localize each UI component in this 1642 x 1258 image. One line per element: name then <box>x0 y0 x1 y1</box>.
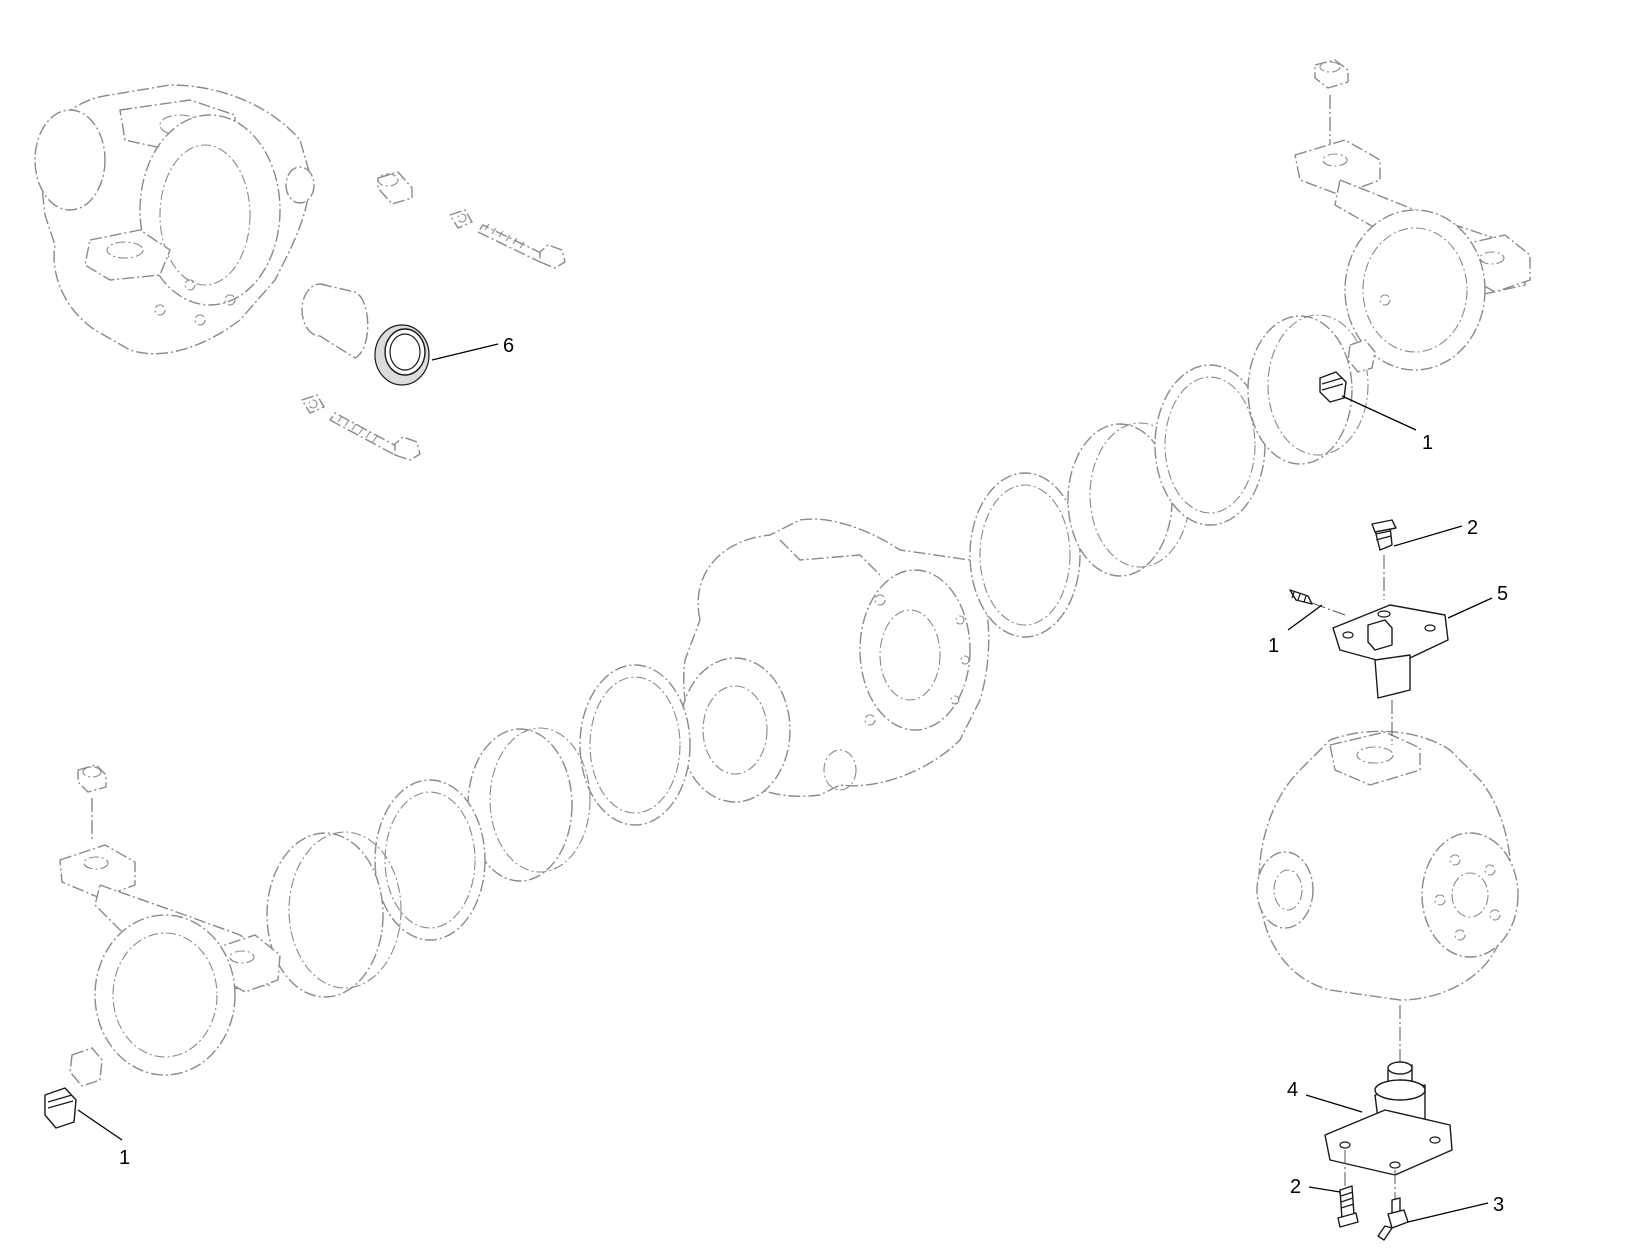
grease-fitting-right <box>1319 339 1376 403</box>
callout-6: 6 <box>431 335 514 361</box>
bushing-left-1 <box>467 727 591 882</box>
callout-label-1-mid: 1 <box>1268 635 1279 657</box>
bearing-bushing <box>301 283 369 359</box>
ring-seal-left-1 <box>579 664 691 826</box>
ring-seal-right-1 <box>969 472 1081 638</box>
callout-2-upper: 2 <box>1393 517 1478 547</box>
ring-seal-left-2 <box>374 779 486 941</box>
callout-1-right: 1 <box>1341 395 1433 454</box>
bushing-right-2 <box>1247 314 1369 465</box>
steering-knuckle-lower-right <box>1256 730 1519 1001</box>
bolt-lower <box>301 394 421 461</box>
bolt-upper <box>449 209 566 269</box>
callout-2-lower: 2 <box>1290 1176 1341 1198</box>
callout-1-mid: 1 <box>1268 604 1323 657</box>
grease-fitting-lower <box>1377 1197 1409 1241</box>
axle-arm-upper-right <box>1294 59 1531 371</box>
grease-fitting-pivot <box>1289 589 1346 616</box>
callout-4: 4 <box>1287 1079 1363 1113</box>
callout-3: 3 <box>1407 1194 1504 1223</box>
steering-knuckle-top-left <box>34 84 315 355</box>
callout-label-4: 4 <box>1287 1079 1298 1101</box>
callout-label-1-left: 1 <box>119 1147 130 1169</box>
callout-label-3: 3 <box>1493 1194 1504 1216</box>
axle-arm-lower-left <box>59 764 281 1076</box>
grease-fitting-left <box>44 1047 103 1129</box>
callout-label-5: 5 <box>1497 583 1508 605</box>
small-bushing <box>377 171 413 205</box>
king-pin-cap-upper <box>1332 519 1449 745</box>
seal-ring-item-6 <box>374 324 430 386</box>
axle-housing <box>679 518 990 803</box>
callout-label-1-right: 1 <box>1422 432 1433 454</box>
callout-label-2-upper: 2 <box>1467 517 1478 539</box>
king-pin-cap-lower <box>1324 1005 1453 1200</box>
bolt-lower-cap <box>1337 1185 1359 1228</box>
callout-label-2-lower: 2 <box>1290 1176 1301 1198</box>
callout-5: 5 <box>1447 583 1508 619</box>
bushing-left-2 <box>266 831 402 998</box>
callout-1-left: 1 <box>77 1109 130 1169</box>
callout-label-6: 6 <box>503 335 514 357</box>
